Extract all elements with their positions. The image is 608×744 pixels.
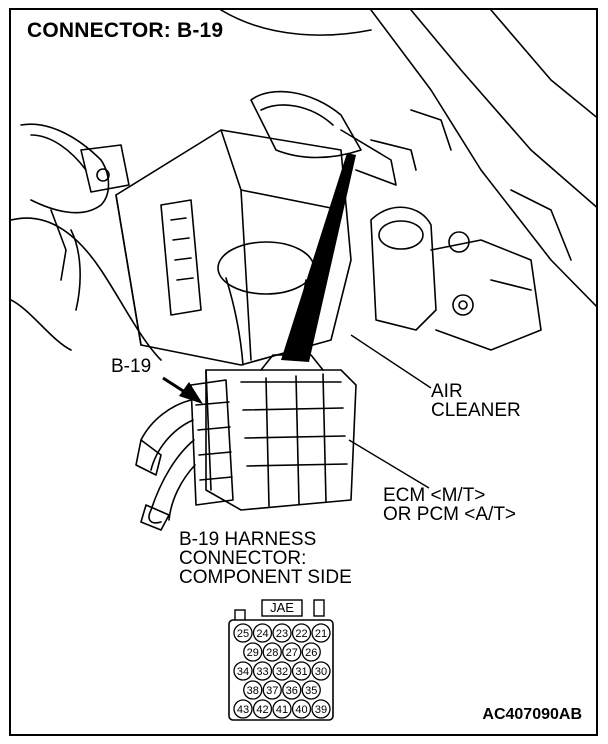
reference-code: AC407090AB <box>482 706 582 723</box>
pin-number: 37 <box>266 685 278 697</box>
air-cleaner-line-1: AIR <box>431 381 463 402</box>
pin-cavity <box>291 661 312 681</box>
pin-cavity <box>243 680 263 700</box>
hood-line <box>220 10 372 36</box>
pin-number: 25 <box>237 628 249 640</box>
pin-cavity <box>282 642 302 662</box>
pin-cavity <box>262 680 282 700</box>
harness-line-1: B-19 HARNESS <box>179 529 317 550</box>
pin-number: 23 <box>276 628 288 640</box>
pin-number: 24 <box>256 628 268 640</box>
pin-cavity <box>291 623 312 643</box>
pin-number: 31 <box>295 666 307 678</box>
b19-arrow <box>162 376 203 404</box>
pin-cavity <box>252 699 273 719</box>
pin-number: 21 <box>315 628 327 640</box>
pin-cavity <box>311 661 331 681</box>
pin-cavity <box>252 661 273 681</box>
pin-number: 29 <box>247 647 259 659</box>
pin-number: 38 <box>247 685 259 697</box>
pin-number: 35 <box>305 685 317 697</box>
air-cleaner-box <box>115 129 352 366</box>
harness-connector-label: B-19 HARNESS CONNECTOR: COMPONENT SIDE <box>179 530 352 587</box>
connector-maker-label: JAE <box>270 600 294 615</box>
pin-number: 27 <box>286 647 298 659</box>
pin-number: 39 <box>315 704 327 716</box>
pin-cavity <box>311 623 331 643</box>
pin-number: 28 <box>266 647 278 659</box>
harness-wire <box>140 399 192 441</box>
pin-number: 42 <box>256 704 268 716</box>
air-cleaner-clip <box>160 199 202 316</box>
pointer-wedge <box>281 153 356 362</box>
left-hose <box>20 123 110 214</box>
pin-cavity <box>233 661 253 681</box>
pin-cavity <box>272 623 292 643</box>
diagram-frame: 25 24 23 22 21 29 28 27 26 34 33 32 31 30 38 37 36 35 43 42… <box>9 8 598 736</box>
pin-cavity <box>272 661 292 681</box>
b19-label: B-19 <box>111 356 152 377</box>
ecm-pcm-label: ECM <M/T> OR PCM <A/T> <box>383 486 516 524</box>
air-cleaner-label: AIR CLEANER <box>431 382 521 420</box>
pin-cavity <box>233 699 253 719</box>
intake-opening <box>217 241 315 295</box>
harness-line-3: COMPONENT SIDE <box>179 567 352 588</box>
pin-cavity <box>272 699 292 719</box>
pin-cavity <box>311 699 331 719</box>
pin-number: 36 <box>286 685 298 697</box>
pin-cavity <box>262 642 282 662</box>
page-title: CONNECTOR: B-19 <box>23 18 228 44</box>
harness-line-2: CONNECTOR: <box>179 548 307 569</box>
pin-number: 40 <box>295 704 307 716</box>
ecm-line-2: OR PCM <A/T> <box>383 504 517 525</box>
pin-number: 41 <box>276 704 288 716</box>
fender-line <box>370 10 596 308</box>
pin-number: 22 <box>295 628 307 640</box>
pin-number: 26 <box>305 647 317 659</box>
intake-duct <box>250 90 362 159</box>
pin-number: 32 <box>276 666 288 678</box>
pin-cavity <box>252 623 273 643</box>
pin-cavity <box>282 680 302 700</box>
pin-number: 43 <box>237 704 249 716</box>
pin-cavity <box>233 623 253 643</box>
pin-number: 34 <box>237 666 249 678</box>
ecm-module <box>205 369 357 511</box>
ecm-leader <box>348 439 430 489</box>
pin-cavity <box>243 642 263 662</box>
pin-number: 30 <box>315 666 327 678</box>
pin-cavity <box>301 642 321 662</box>
pin-number: 33 <box>256 666 268 678</box>
ecm-line-1: ECM <M/T> <box>383 485 486 506</box>
air-cleaner-leader <box>350 334 432 389</box>
connector-pin-chart: 25 24 23 22 21 29 28 27 26 34 33 32 31 30 38 37 36 35 43 42… <box>228 599 334 721</box>
pin-cavity <box>291 699 312 719</box>
air-cleaner-line-2: CLEANER <box>431 400 521 421</box>
engine-bay-illustration: 25 24 23 22 21 29 28 27 26 34 33 32 31 30 38 37 36 35 43 42… <box>11 10 596 721</box>
pin-cavity <box>301 680 321 700</box>
